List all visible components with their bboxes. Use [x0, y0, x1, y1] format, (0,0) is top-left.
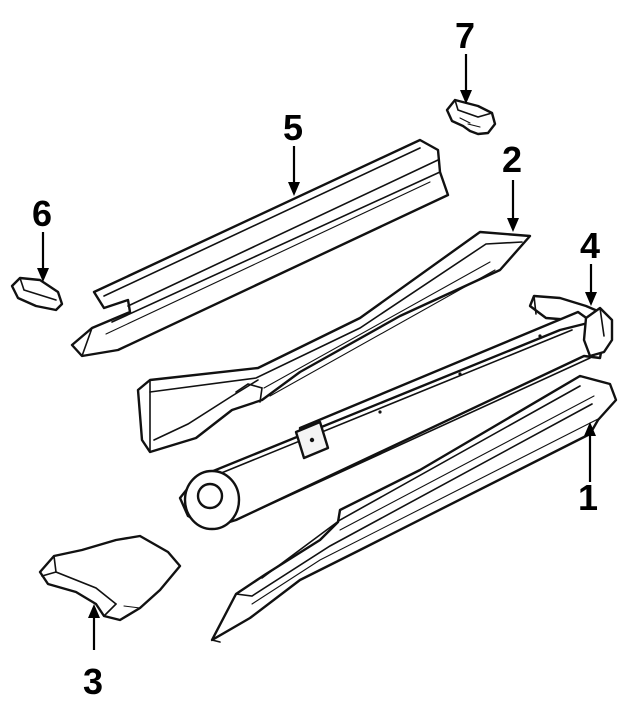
arrowhead-5 — [288, 182, 300, 196]
part-4-tube-assembly — [178, 294, 614, 531]
callout-4: 4 — [580, 225, 600, 266]
leader-arrows — [37, 54, 597, 650]
arrowhead-1 — [584, 422, 596, 436]
callout-2: 2 — [502, 139, 522, 180]
part-7-end-cap — [445, 98, 497, 136]
callout-1: 1 — [578, 477, 598, 518]
arrowhead-7 — [460, 90, 472, 104]
callout-labels: 1 2 3 4 5 6 7 — [32, 15, 600, 702]
callout-3: 3 — [83, 661, 103, 702]
part-2-reinforcement-panel — [136, 230, 532, 454]
arrowhead-2 — [507, 218, 519, 232]
arrowhead-4 — [585, 292, 597, 306]
callout-7: 7 — [455, 15, 475, 56]
part-3-corner-piece — [38, 534, 182, 622]
part-5-upper-rail — [70, 138, 450, 358]
callout-6: 6 — [32, 193, 52, 234]
part-6-end-cap — [10, 276, 64, 312]
callout-5: 5 — [283, 107, 303, 148]
part-1-rocker-panel — [210, 374, 618, 643]
arrowhead-3 — [88, 604, 100, 618]
arrowhead-6 — [37, 268, 49, 282]
